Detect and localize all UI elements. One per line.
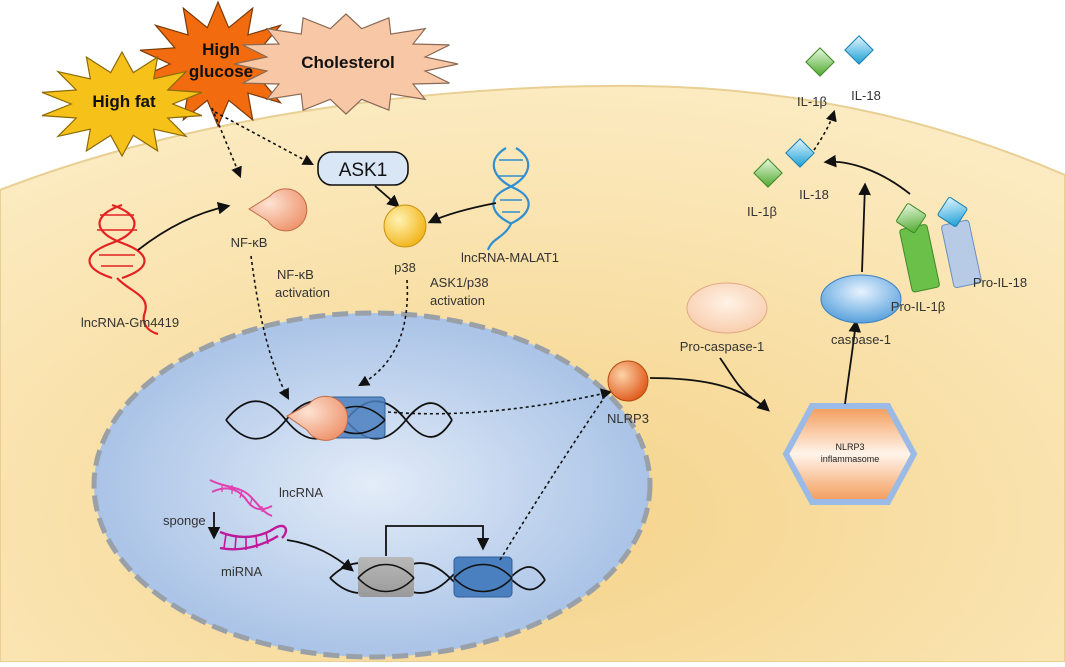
cholesterol-star: [233, 13, 459, 115]
pro-caspase-merge-line: [719, 357, 753, 399]
ask1-p38-activation-label-line2: activation: [430, 293, 485, 308]
pro-il-18-protein: [937, 196, 982, 289]
ask1-label: ASK1: [339, 160, 388, 181]
nlrp3-label: NLRP3: [607, 411, 649, 426]
pro-caspase-1-protein: [686, 282, 768, 334]
ask1-box: [317, 151, 409, 186]
nfkb-bound-to-dna: [286, 395, 349, 441]
inflammasome-label-line2: inflammasome: [821, 454, 880, 464]
malat1-to-p38-arrow: [427, 202, 497, 224]
stimulus-to-nfkb-arrow: [211, 107, 242, 179]
lncrna-gm4419-label: lncRNA-Gm4419: [81, 315, 179, 330]
inflammasome-to-caspase-arrow: [844, 319, 862, 405]
il-1b-inner-label: IL-1β: [747, 204, 777, 219]
nucleus: [91, 310, 653, 660]
pro-il-1b-protein: [896, 203, 940, 293]
nfkb-to-dna-arrow: [250, 255, 290, 400]
high-glucose-label-line2: glucose: [189, 62, 253, 81]
caspase-1-label: caspase-1: [831, 332, 891, 347]
high-glucose-label-line1: High: [202, 40, 240, 59]
ask1-to-p38-arrow: [374, 185, 400, 208]
nlrp3-inflammasome: [782, 403, 918, 505]
p38-to-dna-arrow: [358, 279, 409, 387]
caspase-1-protein: [820, 274, 902, 324]
pro-il-1b-label: Pro-IL-1β: [891, 299, 945, 314]
mirna-helix: [219, 524, 288, 551]
gene-to-nlrp3-dotted-arrow: [387, 388, 613, 415]
stimulus-to-ask1-arrow: [214, 111, 314, 166]
lncrna-malat1-label: lncRNA-MALAT1: [461, 250, 559, 265]
caspase-cleavage-arrow: [858, 182, 871, 273]
gm4419-to-nfkb-arrow: [137, 201, 231, 251]
il-18-secreted-label: IL-18: [851, 88, 881, 103]
gene-regulation-bracket: [385, 525, 490, 556]
il-1b-mature-inner: [753, 158, 783, 188]
nuclear-lncrna-helix: [209, 479, 273, 517]
nfkb-activation-label-line2: activation: [275, 285, 330, 300]
pro-forms-to-mature-arrow: [823, 154, 911, 195]
lncrna-label: lncRNA: [279, 485, 323, 500]
mirna-to-gene-arrow: [286, 539, 354, 572]
cholesterol-label: Cholesterol: [301, 53, 395, 72]
pro-caspase-1-label: Pro-caspase-1: [680, 339, 765, 354]
nfkb-label: NF-κB: [231, 235, 268, 250]
pro-il-18-label: Pro-IL-18: [973, 275, 1027, 290]
il-1b-secreted-label: IL-1β: [797, 94, 827, 109]
nlrp3-to-inflammasome-arrow: [649, 377, 770, 412]
p38-label: p38: [394, 260, 416, 275]
lncrna-gm4419-helix: [88, 203, 159, 336]
il-1b-secreted: [805, 47, 835, 77]
dna-strand-lower-inbox: [357, 563, 513, 593]
inflammasome-label-line1: NLRP3: [835, 442, 864, 452]
nfkb-protein: [248, 188, 308, 232]
il-18-inner-label: IL-18: [799, 187, 829, 202]
nlrp3-protein: [607, 360, 649, 402]
il-18-mature-inner: [785, 138, 815, 168]
lower-gene-to-nlrp3-dotted-line: [499, 397, 605, 561]
ask1-p38-activation-label-line1: ASK1/p38: [430, 275, 489, 290]
sponge-label: sponge: [163, 513, 206, 528]
mirna-label: miRNA: [221, 564, 262, 579]
lncrna-malat1-helix: [486, 147, 530, 251]
high-fat-star: [41, 50, 203, 158]
high-fat-label: High fat: [92, 92, 156, 111]
nfkb-activation-label-line1: NF-κB: [277, 267, 314, 282]
p38-protein: [383, 204, 427, 248]
il-18-secreted: [844, 35, 874, 65]
